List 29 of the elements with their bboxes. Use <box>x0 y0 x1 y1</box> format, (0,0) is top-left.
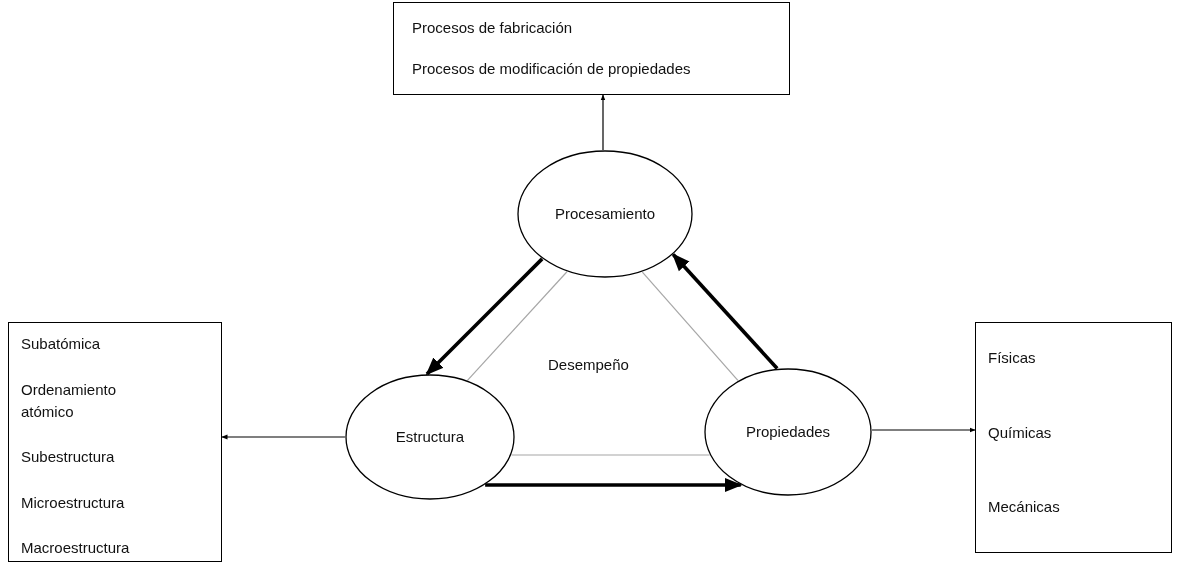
node-text: Procesos de fabricación <box>412 17 574 38</box>
arrow <box>425 257 544 376</box>
list-box <box>393 2 790 95</box>
node-text: Macroestructura <box>21 538 131 558</box>
node-text: Químicas <box>988 422 1053 443</box>
connector-line <box>466 271 568 381</box>
node-text: Ordenamiento atómico <box>21 379 118 422</box>
node-text: Mecánicas <box>988 497 1061 517</box>
list-box <box>975 322 1172 553</box>
connector-line <box>511 454 711 456</box>
node-text: Propiedades <box>745 422 831 442</box>
node-text: Estructura <box>395 427 465 447</box>
list-box <box>8 322 222 562</box>
node-text: Físicas <box>988 348 1037 368</box>
node-text: Subestructura <box>21 447 116 467</box>
arrow <box>485 477 743 493</box>
ellipse-node <box>517 150 693 278</box>
ellipse-node <box>704 368 872 496</box>
connector-line <box>641 271 739 382</box>
arrow <box>221 434 346 440</box>
node-text: Subatómica <box>21 334 102 354</box>
arrow <box>671 253 779 370</box>
ellipse-node <box>345 374 515 500</box>
arrow <box>600 94 606 151</box>
node-text: Procesamiento <box>554 204 656 224</box>
node-text: Microestructura <box>21 492 126 513</box>
center-label: Desempeño <box>548 356 629 373</box>
node-text: Procesos de modificación de propiedades <box>412 59 692 80</box>
arrow <box>871 427 976 433</box>
